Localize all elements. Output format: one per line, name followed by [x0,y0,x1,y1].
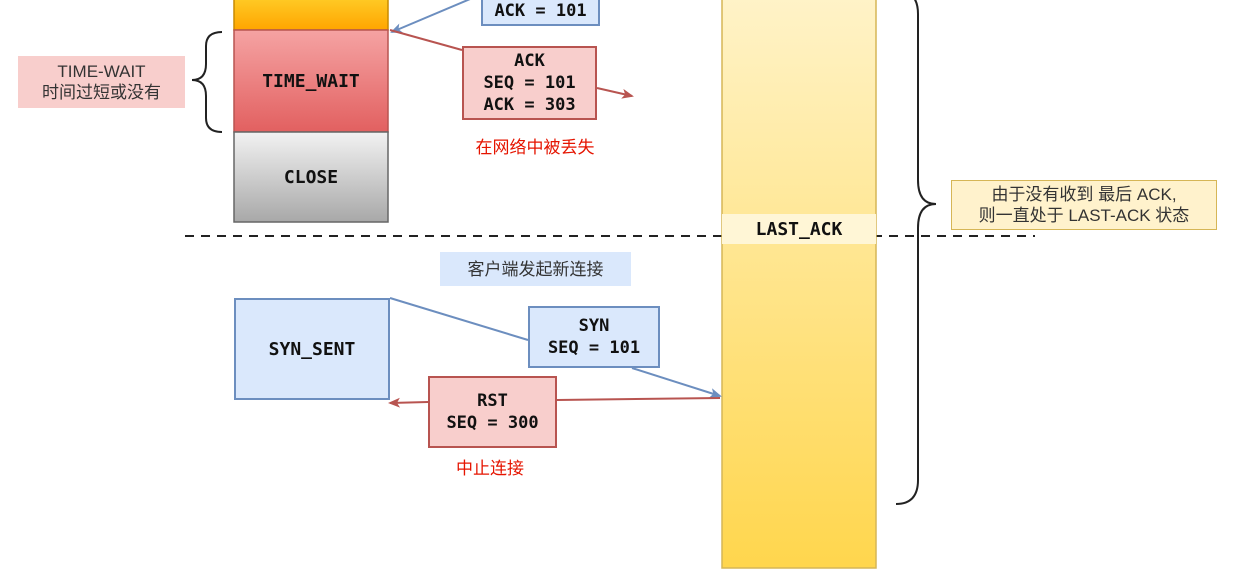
syn-arrow-part2 [631,367,722,398]
rst-message: RST SEQ = 300 [428,376,557,448]
time-wait-brace [191,31,223,133]
rst-arrow-part1 [556,397,721,401]
syn-sent-state: SYN_SENT [234,298,390,400]
syn-line2: SEQ = 101 [547,338,641,358]
time-wait-block [233,29,389,133]
ack-message: ACK SEQ = 101 ACK = 303 [462,46,597,120]
time-wait-note-line1: TIME-WAIT [57,62,146,81]
last-ack-column [721,0,877,569]
rst-line1: RST [477,391,508,411]
stuck-last-ack-note: 由于没有收到 最后 ACK, 则一直处于 LAST-ACK 状态 [951,180,1217,230]
rst-arrow-part2 [388,397,429,408]
ack-line3: ACK = 303 [483,95,576,115]
time-wait-state: TIME_WAIT [262,70,360,92]
ack-line1: ACK [514,51,545,71]
last-ack-brace [895,0,937,505]
abort-connection-note: 中止连接 [456,458,524,478]
time-wait-short-note: TIME-WAIT 时间过短或没有 [18,56,185,108]
ack-arrow-part2 [596,87,634,99]
top-ack-arrow [390,0,471,33]
ack-line2: SEQ = 101 [483,73,576,93]
lost-in-network-note: 在网络中被丢失 [475,137,595,157]
syn-message: SYN SEQ = 101 [528,306,660,368]
syn-arrow-part1 [389,297,529,341]
rst-line2: SEQ = 300 [446,413,539,433]
ack-arrow-part1 [389,29,463,51]
time-wait-note-line2: 时间过短或没有 [42,83,161,102]
prior-state-block [233,0,389,31]
stuck-note-line2: 则一直处于 LAST-ACK 状态 [978,206,1190,225]
stuck-note-line1: 由于没有收到 最后 ACK, [991,185,1177,204]
close-block [233,131,389,223]
syn-line1: SYN [578,316,610,336]
last-ack-state: LAST_ACK [722,214,876,244]
client-new-connection-note: 客户端发起新连接 [440,252,631,286]
close-state: CLOSE [283,166,339,188]
top-ack-line: ACK = 101 [494,1,587,21]
top-ack-message: ACK = 101 [481,0,600,26]
